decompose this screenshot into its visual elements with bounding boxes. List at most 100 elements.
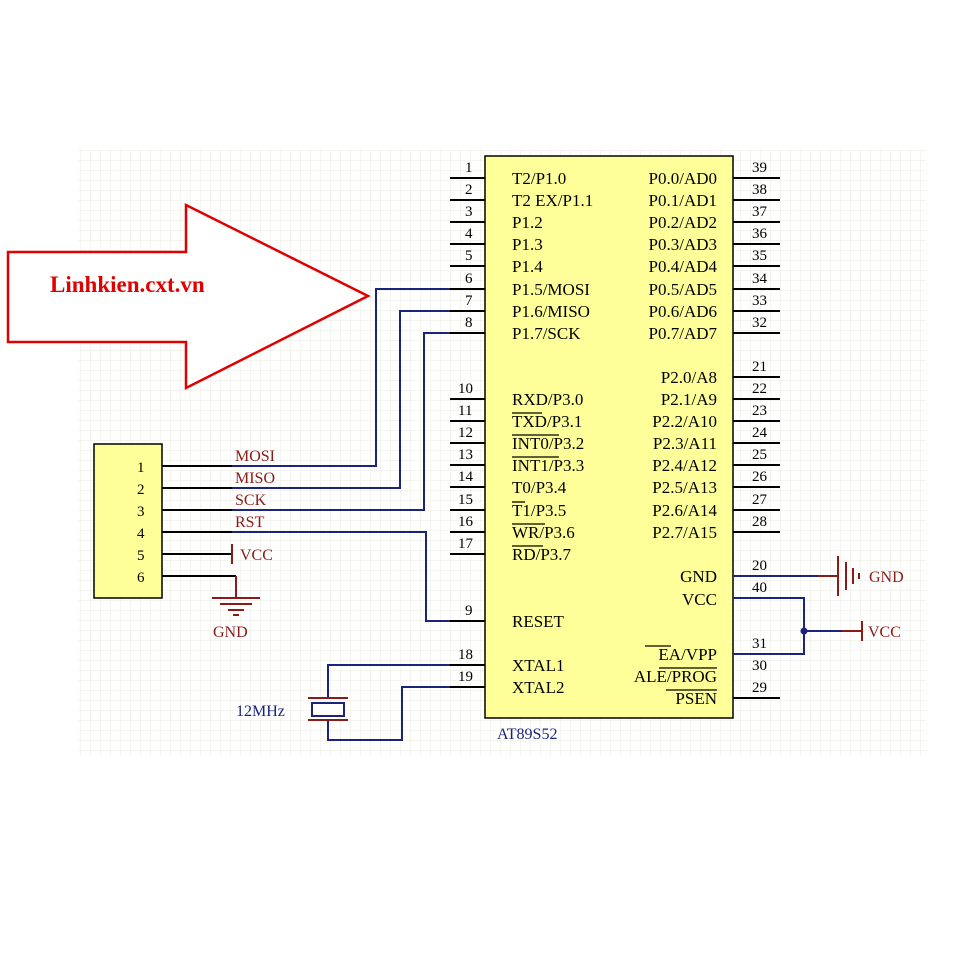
isp-header-pins: 1 2 3 4 5 6 (137, 460, 145, 586)
pin-number: 25 (752, 447, 767, 463)
pin-number: 23 (752, 403, 767, 419)
wire-sck (232, 332, 450, 511)
pin-label: P1.4 (512, 257, 543, 276)
pin-label: ALE/PROG (634, 667, 717, 686)
net-label-miso: MISO (235, 470, 275, 487)
signal-wires (232, 288, 450, 741)
net-label-mosi: MOSI (235, 448, 275, 465)
pin-number: 33 (752, 293, 767, 309)
pin-label: P0.5/AD5 (649, 280, 717, 299)
chip-name: AT89S52 (497, 726, 557, 743)
pin-label: INT0/P3.2 (512, 434, 584, 453)
pin-number: 7 (465, 293, 473, 309)
pin-label: P2.1/A9 (661, 390, 717, 409)
pin-label: P2.4/A12 (652, 456, 717, 475)
pin-label: T1/P3.5 (512, 501, 566, 520)
pin-number: 40 (752, 580, 767, 596)
pin-number: 6 (465, 271, 473, 287)
vcc-net-chip: VCC (733, 597, 901, 655)
wire-miso (232, 310, 450, 489)
pin-label: P2.0/A8 (661, 368, 717, 387)
pin-number: 11 (458, 403, 472, 419)
header-pin-number: 5 (137, 548, 145, 564)
crystal-12mhz: 12MHz (236, 697, 348, 721)
gnd-symbol-header: GND (212, 576, 260, 641)
pin-label: P0.7/AD7 (649, 324, 718, 343)
pin-number: 13 (458, 447, 473, 463)
pin-number: 21 (752, 359, 767, 375)
pin-label: PSEN (675, 689, 717, 708)
pin-number: 32 (752, 315, 767, 331)
pin-number: 24 (752, 425, 768, 441)
pin-number: 22 (752, 381, 767, 397)
pin-number: 17 (458, 536, 474, 552)
pin-label: P1.3 (512, 235, 543, 254)
pin-label: P2.3/A11 (653, 434, 717, 453)
header-pin-stubs (162, 465, 236, 577)
pin-number: 18 (458, 647, 473, 663)
pin-label: P0.3/AD3 (649, 235, 717, 254)
gnd-label-header: GND (213, 624, 248, 641)
pin-number: 39 (752, 160, 767, 176)
pin-label: RD/P3.7 (512, 545, 572, 564)
pin-label: GND (680, 567, 717, 586)
wire-xtal2 (327, 686, 450, 741)
pin-number: 2 (465, 182, 473, 198)
watermark-arrow: Linhkien.cxt.vn (6, 202, 371, 391)
pin-label: P1.2 (512, 213, 543, 232)
pin-label: P2.7/A15 (652, 523, 717, 542)
net-label-rst: RST (235, 514, 265, 531)
pin-label: P0.0/AD0 (649, 169, 717, 188)
gnd-symbol-chip: GND (733, 556, 904, 596)
overlines-left (512, 412, 559, 547)
vcc-symbol-header: VCC (231, 544, 273, 564)
pin-number: 29 (752, 680, 767, 696)
pin-number: 1 (465, 160, 473, 176)
vcc-label-chip: VCC (868, 624, 901, 641)
pin-label: P1.5/MOSI (512, 280, 590, 299)
pin-label: P0.2/AD2 (649, 213, 717, 232)
pin-label: VCC (682, 590, 717, 609)
pin-number: 14 (458, 469, 474, 485)
crystal-label: 12MHz (236, 703, 285, 720)
pin-label: P1.7/SCK (512, 324, 581, 343)
pin-label: XTAL2 (512, 678, 564, 697)
pin-number: 34 (752, 271, 768, 287)
pin-number: 30 (752, 658, 767, 674)
pin-number: 37 (752, 204, 768, 220)
pin-label: EA/VPP (658, 645, 717, 664)
header-pin-number: 3 (137, 504, 145, 520)
pin-label: P0.1/AD1 (649, 191, 717, 210)
pin-number: 19 (458, 669, 473, 685)
header-pin-number: 6 (137, 570, 145, 586)
isp-header-body (93, 443, 163, 599)
left-pins (450, 177, 485, 688)
header-pin-number: 2 (137, 482, 145, 498)
wire-xtal1 (327, 664, 450, 697)
pin-label: XTAL1 (512, 656, 564, 675)
overlines-right (645, 645, 717, 691)
pin-number: 20 (752, 558, 767, 574)
pin-number: 16 (458, 514, 474, 530)
pin-number: 5 (465, 248, 473, 264)
header-pin-number: 1 (137, 460, 145, 476)
pin-number: 15 (458, 492, 473, 508)
pin-number: 8 (465, 315, 473, 331)
right-pins (733, 177, 780, 699)
pin-label: P2.2/A10 (652, 412, 717, 431)
pin-number: 38 (752, 182, 767, 198)
pin-label: TXD/P3.1 (512, 412, 582, 431)
vcc-label-header: VCC (240, 547, 273, 564)
pin-label: RXD/P3.0 (512, 390, 583, 409)
pin-number: 3 (465, 204, 473, 220)
pin-label: P0.4/AD4 (649, 257, 718, 276)
wire-mosi (232, 288, 450, 467)
pin-label: RESET (512, 612, 565, 631)
gnd-label-chip: GND (869, 569, 904, 586)
pin-number: 35 (752, 248, 767, 264)
header-pin-number: 4 (137, 526, 145, 542)
pin-number: 36 (752, 226, 768, 242)
pin-number: 26 (752, 469, 768, 485)
pin-label: T2/P1.0 (512, 169, 566, 188)
